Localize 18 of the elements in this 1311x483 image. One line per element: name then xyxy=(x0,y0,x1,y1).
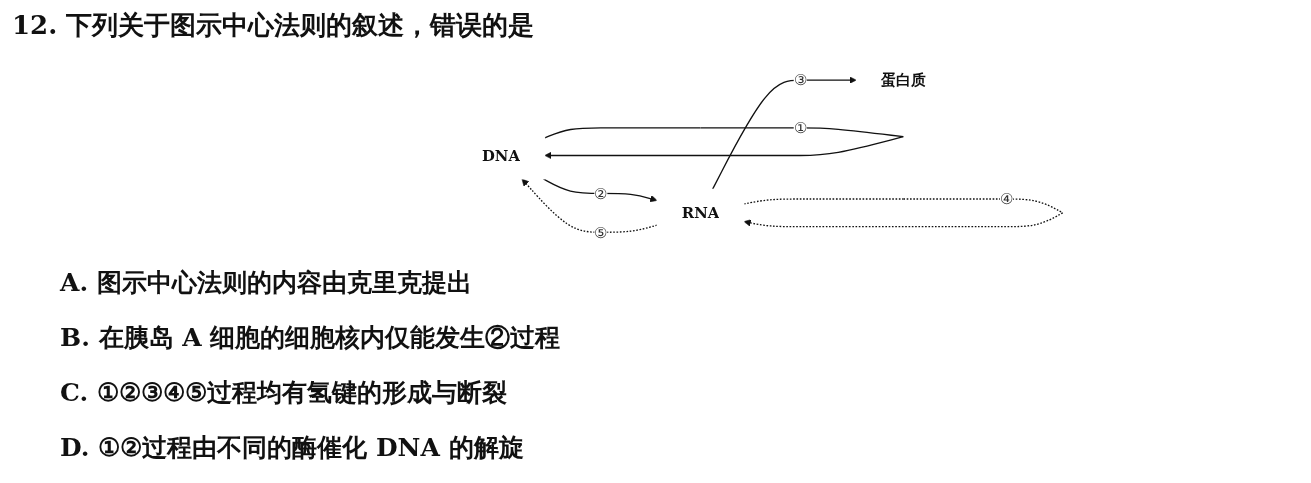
node-text: 蛋白质 xyxy=(881,71,926,89)
edge-label: ⑤ xyxy=(594,223,608,241)
arrow xyxy=(743,198,1064,228)
arrow xyxy=(542,178,658,203)
arrow xyxy=(521,178,658,233)
edge-label: ④ xyxy=(999,190,1014,208)
question-title: 12. 下列关于图示中心法则的叙述，错误的是 xyxy=(12,9,535,42)
edge-label: ② xyxy=(594,184,608,203)
node-text: RNA xyxy=(681,204,720,222)
edge-label: ③ xyxy=(793,71,807,89)
node-text: DNA xyxy=(481,146,520,165)
edge-label: ① xyxy=(793,119,807,137)
answer-option: B. 在胰岛 A 细胞的细胞核内仅能发生②过程 xyxy=(60,310,561,365)
arrow xyxy=(711,76,857,190)
answer-option: D. ①②过程由不同的酶催化 DNA 的解旋 xyxy=(60,420,561,475)
arrow xyxy=(544,127,904,160)
answer-option: A. 图示中心法则的内容由克里克提出 xyxy=(60,255,561,310)
answer-option: C. ①②③④⑤过程均有氢键的形成与断裂 xyxy=(60,365,561,420)
